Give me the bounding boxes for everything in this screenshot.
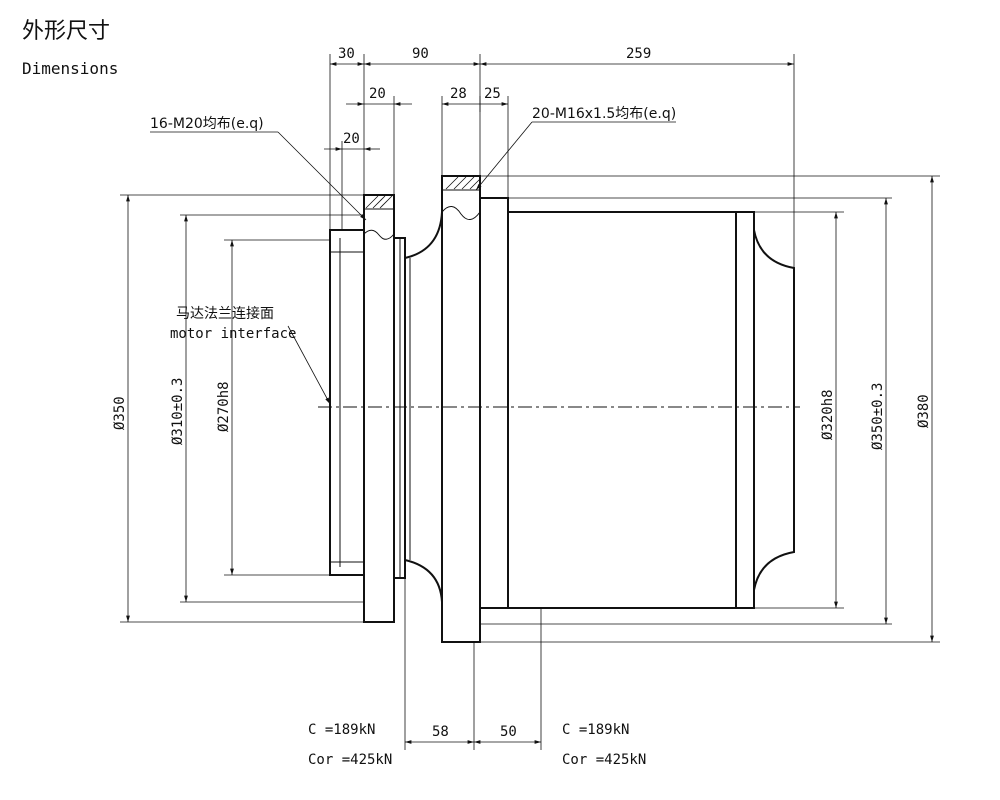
left-diameters: Ø350 Ø310±0.3 Ø270h8 xyxy=(112,194,364,623)
title-english: Dimensions xyxy=(22,59,118,78)
title-chinese: 外形尺寸 xyxy=(22,19,110,44)
load-right-cor: Cor =425kN xyxy=(562,752,646,768)
callout-right-bolts: 20-M16x1.5均布(e.q) xyxy=(532,106,676,122)
dia-310-left: Ø310±0.3 xyxy=(170,378,186,445)
motor-interface-body xyxy=(329,194,443,623)
dim-58: 58 xyxy=(432,724,449,740)
housing-body xyxy=(441,175,795,643)
dia-350-right: Ø350±0.3 xyxy=(870,383,886,450)
dim-28: 28 xyxy=(450,86,467,102)
load-right-c: C =189kN xyxy=(562,722,629,738)
dim-20-lower: 20 xyxy=(343,131,360,147)
dim-25: 25 xyxy=(484,86,501,102)
callout-left-bolts: 16-M20均布(e.q) xyxy=(150,116,264,132)
load-left-c: C =189kN xyxy=(308,722,375,738)
motor-interface-label-en: motor interface xyxy=(170,326,296,342)
dia-320-right: Ø320h8 xyxy=(820,389,836,440)
motor-interface-label-cn: 马达法兰连接面 xyxy=(176,305,274,322)
dia-350-left: Ø350 xyxy=(112,396,128,430)
bolt-callouts: 16-M20均布(e.q) 20-M16x1.5均布(e.q) 马达法兰连接面 … xyxy=(150,106,676,405)
dim-50: 50 xyxy=(500,724,517,740)
dia-270-left: Ø270h8 xyxy=(216,381,232,432)
dim-20-upper: 20 xyxy=(369,86,386,102)
top-dimensions: 30 90 259 20 28 25 20 xyxy=(324,46,795,268)
dim-259: 259 xyxy=(626,46,651,62)
dim-90: 90 xyxy=(412,46,429,62)
bottom-dimensions: 58 50 xyxy=(404,578,542,750)
dim-30: 30 xyxy=(338,46,355,62)
right-diameters: Ø320h8 Ø350±0.3 Ø380 xyxy=(480,175,940,643)
dia-380-right: Ø380 xyxy=(916,394,932,428)
load-ratings: C =189kN Cor =425kN C =189kN Cor =425kN xyxy=(308,722,646,768)
load-left-cor: Cor =425kN xyxy=(308,752,392,768)
